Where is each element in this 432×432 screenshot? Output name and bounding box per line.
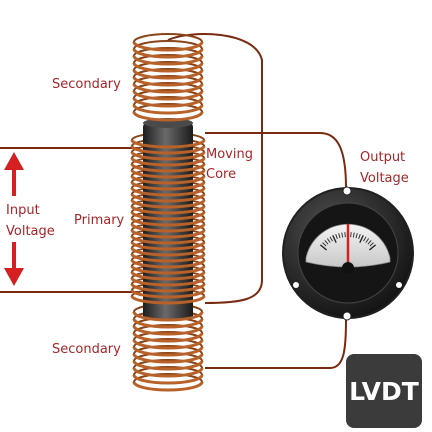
primary-turn <box>130 187 206 197</box>
primary-turn <box>130 145 206 155</box>
meter-tick <box>363 236 367 242</box>
label-secondary-bottom: Secondary <box>52 342 121 357</box>
secondary-top-turn <box>132 48 204 59</box>
wire-to-meter-top <box>205 132 347 189</box>
label-primary: Primary <box>74 213 125 228</box>
meter-tick <box>369 242 374 247</box>
primary-turn <box>130 205 206 215</box>
secondary-bottom-turn <box>132 346 204 357</box>
primary-turn <box>130 151 206 161</box>
secondary-bottom-turn <box>132 353 204 364</box>
secondary-top-turn <box>132 41 204 52</box>
primary-turn <box>130 289 206 299</box>
secondary-top-turn <box>132 90 204 101</box>
secondary-top-turn <box>132 55 204 66</box>
meter-tick <box>329 236 333 242</box>
secondary-bottom-turn <box>132 374 204 385</box>
primary-turn <box>130 265 206 275</box>
label-output-voltage-2: Voltage <box>360 171 409 186</box>
label-input-voltage-2: Voltage <box>6 224 55 239</box>
coils <box>130 33 206 392</box>
label-moving-core-2: Core <box>206 167 236 182</box>
meter-terminal-top <box>342 186 352 196</box>
primary-turn <box>130 199 206 209</box>
primary-turn <box>130 229 206 239</box>
primary-turn <box>130 253 206 263</box>
primary-turn <box>130 163 206 173</box>
primary-turn <box>130 139 206 149</box>
primary-turn <box>130 175 206 185</box>
wire-to-meter-bottom <box>205 319 347 369</box>
secondary-top-turn <box>132 62 204 73</box>
secondary-bottom-turn <box>132 339 204 350</box>
primary-turn <box>130 211 206 221</box>
primary-turn <box>130 241 206 251</box>
meter-tick <box>319 244 328 251</box>
label-output-voltage-1: Output <box>360 150 405 165</box>
primary-turn <box>130 223 206 233</box>
label-input-voltage-1: Input <box>6 203 40 218</box>
primary-turn <box>130 277 206 287</box>
secondary-bottom-turn <box>132 311 204 322</box>
label-secondary-top: Secondary <box>52 77 121 92</box>
lvdt-badge: LVDT <box>346 354 422 428</box>
meter-tick <box>335 234 338 240</box>
meter-tick <box>355 233 358 239</box>
wiring <box>0 33 347 369</box>
meter-tick <box>359 235 364 243</box>
secondary-top-turn <box>132 97 204 108</box>
meter-tick <box>326 238 331 243</box>
meter-tick <box>332 235 337 243</box>
primary-turn <box>130 271 206 281</box>
meter-tick <box>367 240 372 245</box>
meter-tick <box>368 244 377 251</box>
secondary-top-turn <box>132 104 204 115</box>
meter-tick <box>365 238 370 243</box>
secondary-bottom-turn <box>132 367 204 378</box>
meter-tick <box>341 232 344 238</box>
meter-tick <box>322 242 327 247</box>
secondary-top-turn <box>132 111 204 122</box>
primary-turn <box>130 157 206 167</box>
primary-turn <box>130 295 206 305</box>
wire-secondary-top-loop <box>167 33 263 304</box>
secondary-top-turn-back <box>133 33 203 43</box>
secondary-bottom-turn <box>132 360 204 371</box>
meter-terminal-bottom <box>342 311 352 321</box>
secondary-bottom-turn <box>132 325 204 336</box>
primary-turn <box>130 247 206 257</box>
meter-screw-right <box>396 282 402 288</box>
secondary-bottom-turn <box>132 381 204 392</box>
meter-tick <box>358 234 361 240</box>
primary-turn <box>130 193 206 203</box>
meter-scale <box>319 232 377 251</box>
meter-tick <box>338 233 341 239</box>
moving-core <box>143 123 193 320</box>
meter-pivot <box>342 262 354 274</box>
meter-screw-left <box>293 282 299 288</box>
label-moving-core-1: Moving <box>206 147 253 162</box>
primary-turn <box>130 283 206 293</box>
primary-turn <box>130 235 206 245</box>
secondary-bottom-turn <box>132 332 204 343</box>
secondary-bottom-turn <box>132 318 204 329</box>
input-voltage-arrow <box>4 152 24 286</box>
secondary-top-turn <box>132 83 204 94</box>
primary-turn <box>130 169 206 179</box>
meter-tick <box>352 232 355 238</box>
voltmeter <box>282 186 414 321</box>
meter-tick <box>324 240 329 245</box>
primary-turn <box>130 217 206 227</box>
secondary-top-turn <box>132 76 204 87</box>
secondary-top-turn <box>132 69 204 80</box>
primary-turn <box>130 181 206 191</box>
badge-text: LVDT <box>349 377 419 406</box>
primary-turn <box>130 259 206 269</box>
